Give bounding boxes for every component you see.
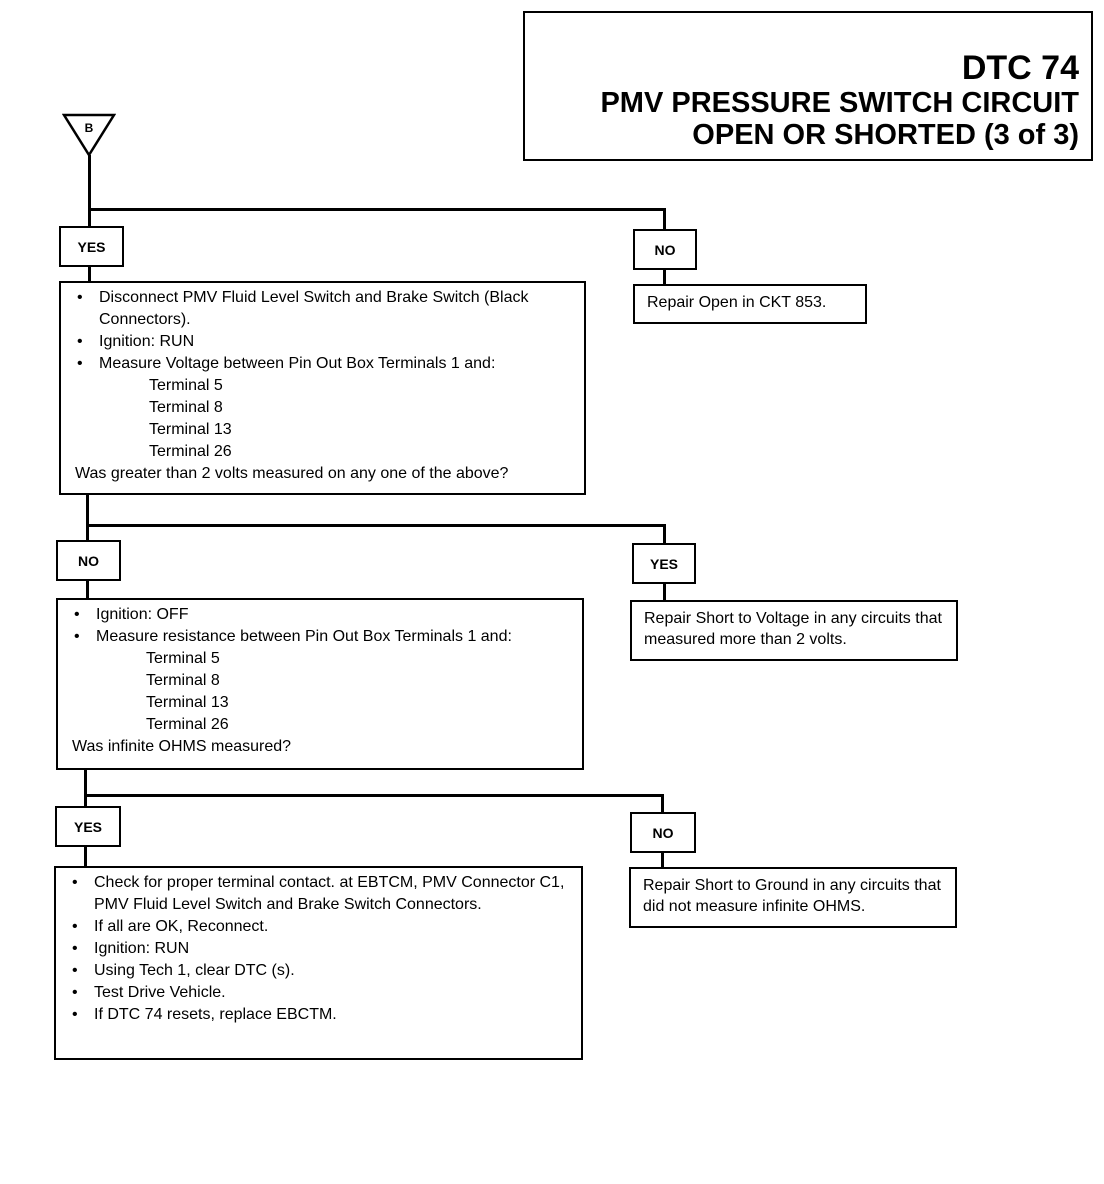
- title-box: DTC 74 PMV PRESSURE SWITCH CIRCUIT OPEN …: [523, 11, 1093, 161]
- row2-step-list: Ignition: OFF Measure resistance between…: [72, 604, 574, 648]
- row2-yes-result: Repair Short to Voltage in any circuits …: [630, 600, 958, 661]
- row1-step-bullet: Measure Voltage between Pin Out Box Term…: [75, 353, 576, 375]
- branch-line: [663, 208, 666, 230]
- connector-line: [86, 494, 89, 526]
- row3-no-label: NO: [630, 812, 696, 853]
- row3-yes-label: YES: [55, 806, 121, 847]
- row3-step-bullet: Test Drive Vehicle.: [70, 982, 573, 1004]
- dtc-code: DTC 74: [961, 49, 1079, 87]
- row1-terminal: Terminal 13: [149, 421, 232, 438]
- dtc-title-line1: PMV PRESSURE SWITCH CIRCUIT: [600, 87, 1079, 119]
- branch-line: [84, 794, 664, 797]
- row3-step-list: Check for proper terminal contact. at EB…: [70, 872, 573, 1026]
- row1-terminal: Terminal 8: [149, 399, 223, 416]
- branch-line: [663, 524, 666, 545]
- row1-no-result: Repair Open in CKT 853.: [633, 284, 867, 324]
- row2-terminal: Terminal 5: [146, 650, 220, 667]
- connector-b-marker: B: [62, 113, 116, 157]
- row3-step-bullet: If all are OK, Reconnect.: [70, 916, 573, 938]
- row1-step-bullet: Disconnect PMV Fluid Level Switch and Br…: [75, 287, 576, 331]
- row2-step-bullet: Measure resistance between Pin Out Box T…: [72, 626, 574, 648]
- branch-line: [86, 580, 89, 600]
- branch-line: [84, 846, 87, 868]
- row1-step-bullet: Ignition: RUN: [75, 331, 576, 353]
- branch-line: [88, 208, 91, 228]
- row1-question: Was greater than 2 volts measured on any…: [75, 465, 509, 482]
- row2-terminal: Terminal 8: [146, 672, 220, 689]
- row2-terminal: Terminal 13: [146, 694, 229, 711]
- branch-line: [86, 524, 666, 527]
- row1-terminal: Terminal 5: [149, 377, 223, 394]
- row1-step-box: Disconnect PMV Fluid Level Switch and Br…: [59, 281, 586, 495]
- row1-no-label: NO: [633, 229, 697, 270]
- row3-step-bullet: Check for proper terminal contact. at EB…: [70, 872, 573, 916]
- branch-line: [661, 852, 664, 870]
- connector-line: [88, 155, 91, 210]
- row3-step-bullet: If DTC 74 resets, replace EBCTM.: [70, 1004, 573, 1026]
- row2-no-label: NO: [56, 540, 121, 581]
- row3-no-result: Repair Short to Ground in any circuits t…: [629, 867, 957, 928]
- branch-line: [663, 268, 666, 286]
- row2-question: Was infinite OHMS measured?: [72, 738, 292, 755]
- dtc-title-line2: OPEN OR SHORTED (3 of 3): [692, 119, 1079, 151]
- branch-line: [88, 265, 91, 283]
- branch-line: [661, 794, 664, 814]
- row1-terminal: Terminal 26: [149, 443, 232, 460]
- connector-b-label: B: [85, 121, 94, 135]
- row3-step-bullet: Ignition: RUN: [70, 938, 573, 960]
- row3-step-box: Check for proper terminal contact. at EB…: [54, 866, 583, 1060]
- row2-terminal: Terminal 26: [146, 716, 229, 733]
- branch-line: [88, 208, 666, 211]
- branch-line: [84, 794, 87, 808]
- row2-step-box: Ignition: OFF Measure resistance between…: [56, 598, 584, 770]
- row3-step-bullet: Using Tech 1, clear DTC (s).: [70, 960, 573, 982]
- row1-step-list: Disconnect PMV Fluid Level Switch and Br…: [75, 287, 576, 375]
- branch-line: [86, 524, 89, 542]
- row2-yes-label: YES: [632, 543, 696, 584]
- branch-line: [663, 583, 666, 601]
- row1-yes-label: YES: [59, 226, 124, 267]
- row2-step-bullet: Ignition: OFF: [72, 604, 574, 626]
- connector-line: [84, 769, 87, 796]
